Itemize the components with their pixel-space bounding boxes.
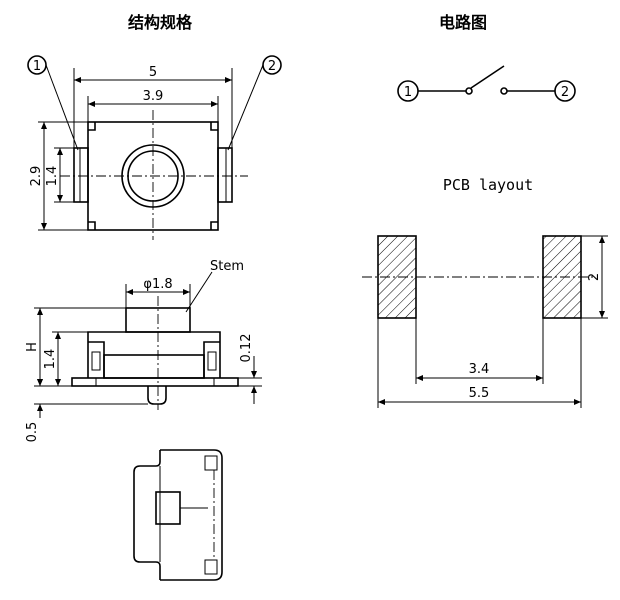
dim-pad-height: 2	[587, 273, 602, 281]
pin1-callout-label: 1	[33, 59, 41, 74]
actuator-base	[103, 354, 205, 379]
dim-pad-gap: 3.4	[469, 362, 490, 377]
section-view	[133, 449, 223, 581]
dim-thickness: 0.12	[239, 334, 254, 363]
dim-height: 2.9	[29, 166, 44, 187]
dim-stem-diameter: φ1.8	[143, 277, 172, 292]
title-pcb-layout: PCB layout	[443, 176, 533, 194]
terminal-left	[73, 147, 89, 203]
pin2-callout-label: 2	[268, 59, 276, 74]
terminal-right	[217, 147, 233, 203]
dim-total-width: 5.5	[469, 386, 490, 401]
title-structure: 结构规格	[127, 13, 193, 32]
stem-label: Stem	[210, 259, 244, 274]
title-circuit: 电路图	[439, 13, 487, 32]
circuit-pin2-label: 2	[561, 85, 569, 100]
dim-base: 0.5	[25, 422, 40, 443]
dim-body-height: 1.4	[43, 349, 58, 370]
section-left-profile	[133, 450, 161, 580]
dim-length: 5	[149, 65, 157, 80]
dim-pin-width: 1.4	[45, 166, 60, 187]
body-notches	[88, 122, 218, 230]
side-view: φ1.8 Stem H 1.4 0.12 0.5	[25, 259, 262, 442]
base-plate	[71, 377, 239, 387]
top-view: 5 3.9 2.9 1.4 1 2	[27, 55, 282, 240]
circuit-pin2-circle	[554, 80, 576, 102]
circuit-diagram: 1 2	[397, 65, 576, 102]
section-outline	[160, 449, 223, 581]
circuit-pin1-label: 1	[404, 85, 412, 100]
dim-inner: 3.9	[143, 89, 164, 104]
switch-contact	[470, 65, 505, 89]
housing-side-walls	[88, 341, 220, 378]
dim-h: H	[25, 342, 40, 352]
pcb-layout: 2 3.4 5.5	[362, 235, 608, 408]
bottom-nub	[147, 386, 167, 405]
